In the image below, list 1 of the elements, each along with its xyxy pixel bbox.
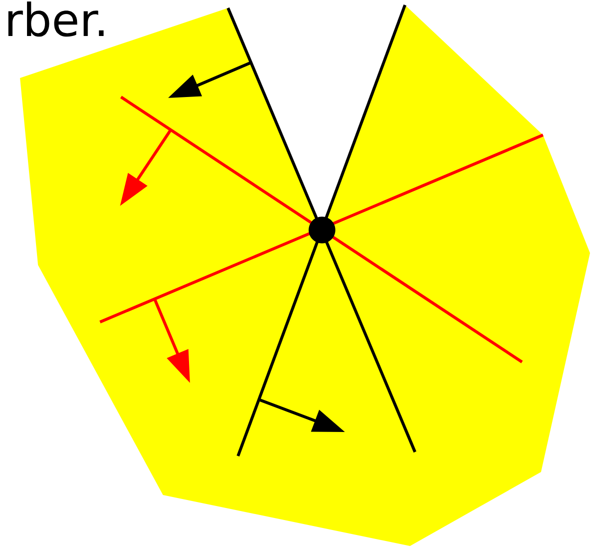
label: rber. (8, 2, 104, 37)
